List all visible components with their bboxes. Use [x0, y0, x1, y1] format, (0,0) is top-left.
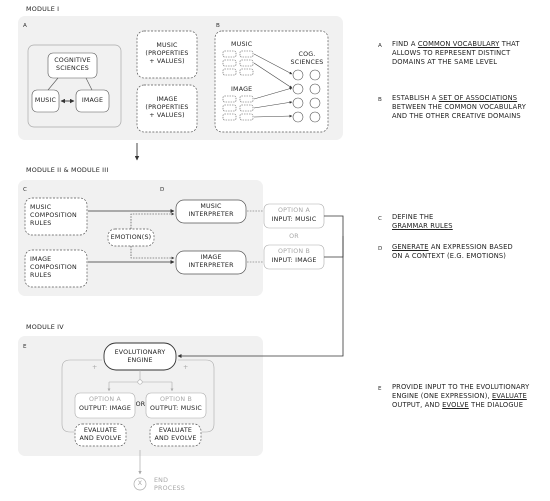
module-23-label: MODULE II & MODULE III: [26, 166, 109, 174]
connector-to-engine-arrow: [177, 236, 344, 358]
emotions-to-image-arrow: [130, 246, 175, 260]
end-circle: [133, 477, 147, 491]
cognitive-cluster-box: [27, 44, 122, 128]
option-b-output-music-box: [145, 392, 207, 419]
cog-to-image-link: [85, 77, 93, 91]
music-composition-rules-node: [24, 197, 88, 236]
section-letter-a: A: [23, 23, 28, 29]
associations-image-label: IMAGE: [231, 86, 253, 93]
music-properties-label: MUSIC(PROPERTIES+ VALUES): [145, 42, 189, 65]
desc-letter-b: B: [378, 97, 383, 103]
output-option-b-label: OPTION B: [159, 396, 193, 403]
input-music-label: INPUT: MUSIC: [271, 216, 317, 223]
options-or-label: OR: [289, 233, 299, 240]
description-e: PROVIDE INPUT TO THE EVOLUTIONARY ENGINE…: [392, 383, 530, 409]
music-attributes: [222, 50, 254, 76]
evaluate-evolve-left-node: [74, 423, 127, 447]
music-interpreter-node: [175, 199, 247, 224]
description-d: GENERATE AN EXPRESSION BASED ON A CONTEX…: [392, 243, 513, 260]
image-interpreter-node: [175, 250, 247, 275]
engine-junction: [137, 379, 143, 385]
output-image-label: OUTPUT: IMAGE: [78, 405, 132, 412]
feedback-loop-right: [178, 359, 215, 433]
desc-letter-c: C: [378, 216, 383, 222]
option-b-label: OPTION B: [277, 248, 311, 255]
output-or-label: OR: [135, 401, 146, 408]
feedback-plus-right: +: [183, 364, 189, 371]
evaluate-evolve-right-node: [149, 423, 202, 447]
associations-music-label: MUSIC: [231, 41, 253, 48]
desc-letter-e: E: [378, 386, 382, 392]
section-letter-c: C: [23, 187, 28, 193]
cognitive-sciences-node: [47, 52, 98, 79]
option-a-label: OPTION A: [277, 207, 311, 214]
desc-letter-d: D: [378, 246, 383, 252]
section-letter-d: D: [160, 187, 165, 193]
image-node: [75, 89, 110, 113]
cog-sciences-circles: [292, 69, 321, 123]
music-properties-box: [136, 30, 198, 79]
module-1-label: MODULE I: [26, 5, 60, 13]
emotions-to-music-arrow: [130, 212, 175, 229]
image-properties-box: [136, 84, 198, 133]
associations-cog-sciences-label: COG.SCIENCES: [290, 51, 324, 66]
association-arrows: [253, 53, 293, 118]
description-c: DEFINE THE GRAMMAR RULES: [392, 213, 453, 230]
image-attributes: [222, 95, 254, 121]
output-option-a-label: OPTION A: [88, 396, 122, 403]
feedback-loop-left: [61, 359, 102, 433]
end-x-label: X: [137, 480, 143, 487]
music-node: [31, 89, 60, 113]
image-label: IMAGE: [81, 97, 104, 104]
description-a: FIND A COMMON VOCABULARY THAT ALLOWS TO …: [392, 40, 520, 66]
image-properties-label: IMAGE(PROPERTIES+ VALUES): [145, 96, 189, 119]
section-letter-e: E: [23, 344, 27, 350]
image-composition-rules-node: [24, 249, 88, 288]
feedback-plus-left: +: [92, 364, 98, 371]
emotions-label: EMOTION(S): [110, 234, 152, 241]
section-letter-b: B: [216, 23, 221, 29]
cog-to-music-link: [47, 77, 59, 91]
option-a-output-image-box: [74, 392, 136, 419]
description-b: ESTABLISH A SET OF ASSOCIATIONS BETWEEN …: [392, 94, 526, 120]
music-label: MUSIC: [34, 97, 57, 104]
module-4-label: MODULE IV: [26, 323, 64, 331]
output-music-label: OUTPUT: MUSIC: [150, 405, 202, 412]
desc-letter-a: A: [378, 43, 383, 49]
input-image-label: INPUT: IMAGE: [271, 257, 317, 264]
options-to-engine-connector: [324, 215, 344, 258]
